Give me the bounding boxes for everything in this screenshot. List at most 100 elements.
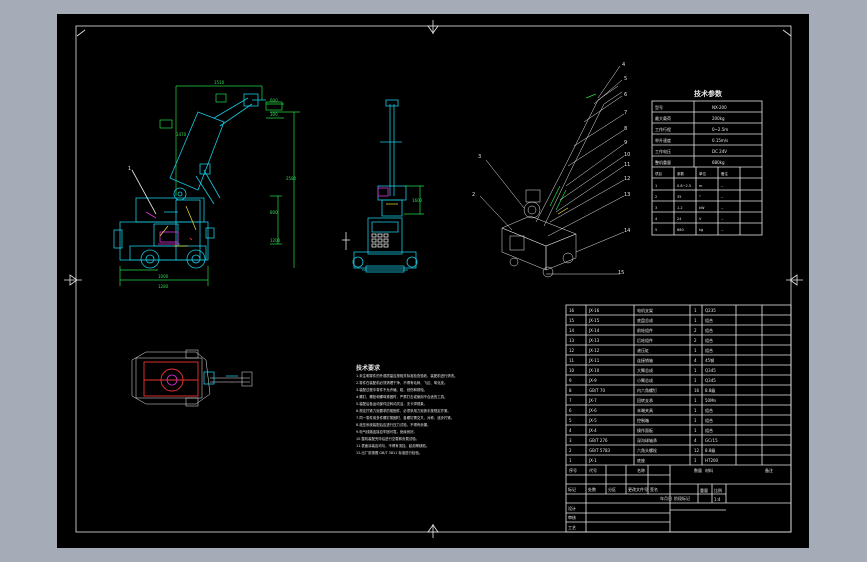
leader-num: 8 — [624, 126, 627, 132]
bom-cell-qty: 2 — [694, 338, 697, 343]
param-label: 举升速度 — [655, 137, 671, 143]
bom-cell-mat: 组合 — [705, 347, 713, 353]
dim-text: 1600 — [412, 198, 423, 203]
bom-cell-name: 底座 — [637, 457, 645, 463]
leader-num: 7 — [624, 110, 627, 116]
drawing-sheet — [57, 14, 809, 548]
bom-cell-no: 16 — [569, 308, 575, 313]
bom-cell-name: 六角头螺栓 — [637, 447, 657, 453]
param-sub-header: 备注 — [721, 171, 729, 176]
tb-weight: 重量 — [700, 487, 708, 493]
tb-label: 标记 — [568, 486, 576, 492]
bom-cell-qty: 4 — [694, 438, 697, 443]
bom-header-cell: 材料 — [705, 467, 713, 473]
bom-cell-qty: 1 — [694, 408, 697, 413]
tb-label: 处数 — [588, 486, 596, 492]
note-line: 5.装配后各运动部件应转动灵活，无卡滞现象。 — [356, 401, 427, 406]
bom-cell-name: 控制箱 — [637, 417, 649, 423]
table-row: 2 GB/T 5783 六角头螺栓 12 8.8级 — [569, 447, 715, 453]
bom-cell-code: GB/T 276 — [589, 438, 608, 443]
param-label: 工作电压 — [655, 148, 671, 154]
param-sub-cell: 35 — [677, 195, 681, 199]
bom-cell-no: 10 — [569, 368, 575, 373]
table-row: 3 GB/T 276 深沟球轴承 4 GCr15 — [569, 437, 718, 443]
isometric-view — [479, 65, 625, 278]
param-sub-cell: -- — [721, 228, 724, 232]
bom-cell-qty: 1 — [694, 418, 697, 423]
param-sub-cell: -- — [721, 184, 724, 188]
table-row: 12 JX-12 液压缸 1 组合 — [569, 347, 713, 353]
bom-cell-name: 电机支架 — [637, 307, 653, 313]
bom-cell-mat: 组合 — [705, 337, 713, 343]
table-row: 7 JX-7 回转支承 1 50Mn — [569, 397, 717, 403]
front-view — [113, 85, 300, 286]
bom-cell-name: 液压缸 — [637, 347, 649, 353]
params-title: 技术参数 — [694, 89, 723, 98]
param-sub-cell: 2 — [655, 195, 657, 199]
bom-cell-code: JX-14 — [588, 328, 600, 333]
bom-cell-name: 回转支承 — [637, 397, 653, 403]
tb-label: 分区 — [608, 486, 616, 492]
bom-header-cell: 序号 — [569, 467, 577, 473]
note-line: 6.规定拧紧力矩要求的紧固件，必须采用力矩扳手按规定拧紧。 — [356, 408, 451, 413]
tb-role: 工艺 — [568, 525, 576, 530]
bom-cell-no: 12 — [569, 348, 575, 353]
table-row: 9 JX-9 小臂总成 1 Q345 — [569, 377, 716, 383]
bom-cell-code: JX-4 — [588, 428, 597, 433]
param-sub-cell: kg — [699, 228, 703, 232]
bom-cell-no: 4 — [569, 428, 572, 433]
param-label: 型号 — [655, 104, 663, 110]
bom-cell-name: 内六角螺钉 — [637, 387, 657, 393]
tb-label: 年月日 — [660, 495, 672, 501]
bom-cell-no: 2 — [569, 448, 572, 453]
bom-cell-mat: 组合 — [705, 427, 713, 433]
leader-num: 4 — [622, 62, 625, 68]
bom-cell-code: JX-13 — [588, 338, 600, 343]
bom-header-cell: 备注 — [765, 467, 773, 473]
bom-cell-no: 3 — [569, 438, 572, 443]
param-sub-cell: 680 — [677, 228, 684, 232]
bom-cell-no: 1 — [569, 458, 572, 463]
leader-num: 5 — [624, 76, 627, 82]
table-row: 1 JX-1 底座 1 HT200 — [569, 457, 719, 463]
bom-cell-name: 操作面板 — [637, 427, 653, 433]
bom-cell-code: JX-9 — [588, 378, 597, 383]
tb-role: 审核 — [568, 514, 576, 520]
table-row: 14 JX-14 前轮组件 2 组合 — [569, 327, 713, 333]
bom-cell-qty: 4 — [694, 358, 697, 363]
bom-cell-no: 7 — [569, 398, 572, 403]
leader-num: 2 — [472, 192, 475, 198]
bom-cell-mat: 组合 — [705, 417, 713, 423]
param-sub-cell: V — [699, 217, 702, 221]
note-line: 2.零件在装配前必须清理干净，不得有毛刺、飞边、氧化皮。 — [356, 380, 447, 385]
bom-cell-mat: 8.8级 — [705, 387, 715, 393]
bom-cell-code: JX-6 — [588, 408, 597, 413]
note-line: 7.同一零件用多件螺钉紧固时，各螺钉需交叉、对称、逐步拧紧。 — [356, 415, 454, 420]
bom-cell-code: GB/T 5783 — [589, 448, 611, 453]
note-line: 3.装配过程中零件不允许磕、碰、划伤和锈蚀。 — [356, 387, 427, 392]
param-value: NX-200 — [712, 105, 727, 110]
dim-text: 1000 — [158, 274, 169, 279]
leader-num: 13 — [624, 192, 630, 198]
bom-cell-name: 小臂总成 — [637, 377, 653, 383]
param-sub-cell: kW — [699, 206, 705, 210]
table-row: 15 JX-15 底盘总成 1 组合 — [569, 317, 713, 323]
dimension-texts: 1510 600 300 2580 800 1200 1000 1470 128… — [158, 80, 423, 289]
table-row: 11 JX-11 连接销轴 4 45钢 — [569, 357, 714, 363]
bom-cell-qty: 1 — [694, 428, 697, 433]
bom-cell-code: JX-12 — [588, 348, 600, 353]
param-sub-cell: 5 — [655, 228, 657, 232]
param-sub-cell: -- — [721, 217, 724, 221]
table-row: 16 JX-16 电机支架 1 Q235 — [569, 307, 716, 313]
param-label: 整机重量 — [655, 159, 671, 165]
param-value: 0~2.5m — [712, 127, 728, 132]
note-line: 1.未注明零件的外观质量应按相关标准检查验收，装配前进行清洗。 — [356, 373, 458, 378]
bom-cell-mat: 8.8级 — [705, 447, 715, 453]
table-row: 5 JX-5 控制箱 1 组合 — [569, 417, 713, 423]
table-row: 4 JX-4 操作面板 1 组合 — [569, 427, 713, 433]
tb-scale: 比例 — [714, 487, 722, 493]
bom-cell-mat: Q345 — [705, 378, 716, 383]
bom-header: 序号 代号 名称 数量 材料 备注 — [569, 467, 773, 473]
